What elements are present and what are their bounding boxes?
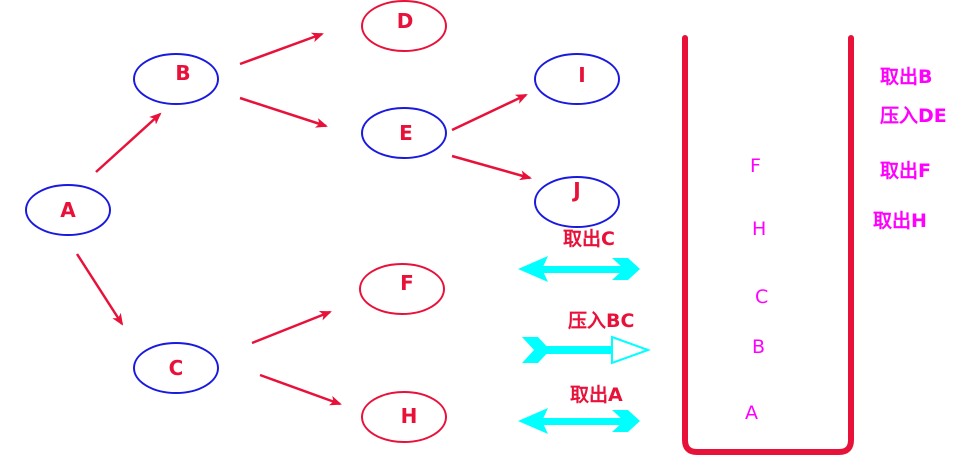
node-b-label: B bbox=[175, 61, 190, 85]
push-bc-label: 压入BC bbox=[568, 310, 635, 332]
stack-item-c: C bbox=[755, 286, 769, 308]
node-i-label: I bbox=[578, 63, 585, 87]
node-j bbox=[534, 176, 620, 228]
pop-c-label: 取出C bbox=[563, 228, 615, 250]
node-f bbox=[359, 263, 445, 315]
edge-b-e bbox=[239, 96, 328, 128]
node-h bbox=[361, 391, 447, 443]
node-h-label: H bbox=[401, 404, 418, 428]
pop-arrow-left-icon bbox=[518, 256, 640, 282]
edge-c-h bbox=[259, 373, 342, 406]
node-i bbox=[534, 53, 620, 105]
push-arrow-right-icon bbox=[522, 335, 651, 365]
node-d bbox=[361, 0, 447, 52]
node-j-label: J bbox=[571, 178, 580, 202]
edge-a-b bbox=[95, 112, 162, 173]
pop-b-label: 取出B bbox=[880, 66, 933, 88]
node-f-label: F bbox=[400, 271, 414, 295]
stack-item-h: H bbox=[752, 218, 767, 240]
node-a-label: A bbox=[60, 198, 76, 222]
stack-item-f: F bbox=[750, 155, 761, 177]
pop-arrow-left-icon bbox=[518, 408, 640, 434]
node-c bbox=[133, 342, 219, 394]
node-a bbox=[25, 184, 111, 236]
edge-b-d bbox=[239, 32, 324, 66]
edge-a-c bbox=[75, 253, 124, 326]
pop-h-label: 取出H bbox=[873, 210, 927, 232]
stack-item-b: B bbox=[752, 336, 766, 358]
stack-container bbox=[682, 35, 854, 455]
stack-item-a: A bbox=[745, 402, 758, 424]
node-b bbox=[133, 53, 219, 105]
edge-e-j bbox=[451, 154, 532, 181]
pop-a-label: 取出A bbox=[570, 384, 623, 406]
node-e-label: E bbox=[399, 121, 413, 145]
node-e bbox=[361, 107, 447, 159]
push-de-label: 压入DE bbox=[880, 105, 947, 127]
node-d-label: D bbox=[397, 9, 414, 33]
pop-f-label: 取出F bbox=[880, 160, 931, 182]
edge-c-f bbox=[251, 310, 332, 345]
edge-e-i bbox=[451, 93, 528, 132]
node-c-label: C bbox=[169, 356, 184, 380]
